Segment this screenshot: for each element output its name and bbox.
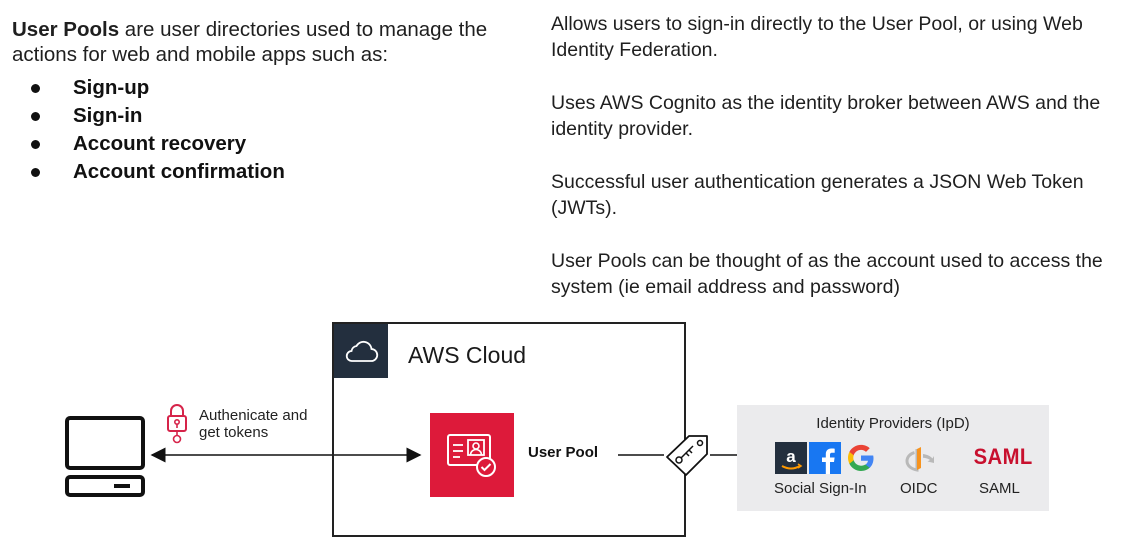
- user-pool-icon: [430, 413, 514, 497]
- auth-label-line: get tokens: [199, 424, 269, 441]
- user-pool-label: User Pool: [528, 444, 599, 461]
- intro-lead-text: are user directories used to manage the …: [12, 18, 488, 66]
- idp-title: Identity Providers (IpD): [816, 415, 970, 432]
- intro-paragraph: User Pools are user directories used to …: [12, 17, 532, 67]
- note-paragraph: Allows users to sign-in directly to the …: [551, 13, 1083, 61]
- laptop-icon: [64, 415, 148, 499]
- list-item: Sign-up: [28, 74, 285, 102]
- svg-text:a: a: [786, 447, 796, 466]
- saml-logo: SAML: [973, 444, 1033, 469]
- oidc-label: OIDC: [900, 480, 938, 497]
- notes-column: Allows users to sign-in directly to the …: [551, 11, 1141, 327]
- list-item: Sign-in: [28, 102, 285, 130]
- saml-label: SAML: [979, 480, 1020, 497]
- auth-label: Authenicate and get tokens: [199, 407, 339, 441]
- list-item: Account confirmation: [28, 158, 285, 186]
- amazon-logo: a: [775, 442, 807, 474]
- cloud-icon: [334, 324, 388, 378]
- intro-lead-bold: User Pools: [12, 18, 120, 41]
- cloud-title: AWS Cloud: [408, 342, 527, 368]
- identity-providers-group: Identity Providers (IpD) a SAML Social S: [737, 405, 1049, 511]
- facebook-logo: [809, 442, 841, 474]
- tag-icon: [663, 433, 711, 479]
- note-paragraph: Uses AWS Cognito as the identity broker …: [551, 92, 1101, 140]
- list-item: Account recovery: [28, 130, 285, 158]
- lock-icon: [166, 403, 188, 445]
- auth-label-line: Authenicate and: [199, 407, 308, 424]
- google-logo: [844, 441, 878, 475]
- openid-logo: [904, 443, 936, 473]
- note-paragraph: Successful user authentication generates…: [551, 171, 1084, 219]
- social-signin-label: Social Sign-In: [774, 480, 867, 497]
- feature-list: Sign-up Sign-in Account recovery Account…: [28, 74, 285, 186]
- note-paragraph: User Pools can be thought of as the acco…: [551, 250, 1103, 298]
- aws-cloud-group: AWS Cloud: [332, 322, 686, 537]
